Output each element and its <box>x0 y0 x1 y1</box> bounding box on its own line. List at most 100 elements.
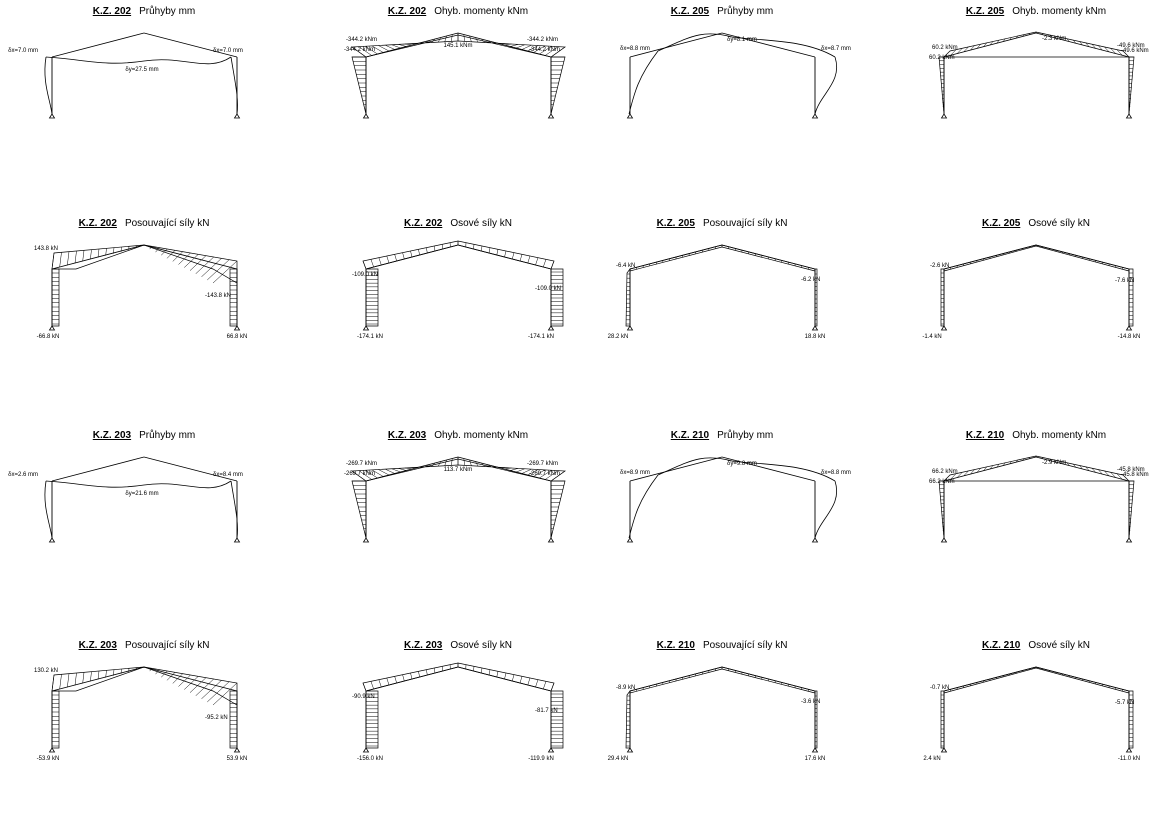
value-label: -90.9 kN <box>352 694 375 700</box>
shear-diagram-column-right <box>230 691 237 748</box>
hatch-line <box>90 250 91 260</box>
value-label: 66.2 kNm <box>932 469 958 475</box>
support-symbol <box>813 114 818 118</box>
deflected-column-right <box>815 481 837 538</box>
shear-diagram-column-left <box>52 691 59 748</box>
support-symbol <box>235 748 240 752</box>
support-symbol <box>50 748 55 752</box>
axial-diagram-column-left <box>941 269 944 326</box>
hatch-line <box>474 244 475 249</box>
hatch-line <box>528 678 530 685</box>
value-label: -2.3 kNm <box>1042 36 1066 42</box>
hatch-line <box>520 254 522 261</box>
support-symbol <box>50 114 55 118</box>
rafter-left <box>630 457 722 481</box>
hatch-line <box>510 44 518 46</box>
hatch-line <box>411 251 413 257</box>
value-label: -95.2 kN <box>205 715 228 721</box>
shear-diagram-column-right <box>230 269 237 326</box>
value-label: -8.9 kN <box>616 685 635 691</box>
hatch-line <box>434 246 435 251</box>
value-label: δx=7.0 mm <box>213 48 243 54</box>
rafter-left <box>630 33 722 57</box>
support-symbol <box>628 748 633 752</box>
hatch-line <box>451 35 452 42</box>
hatch-line <box>98 671 99 680</box>
deflected-beam <box>46 481 231 488</box>
shear-diagram-rafters <box>630 667 815 693</box>
support-symbol <box>628 538 633 542</box>
hatch-line <box>379 258 382 265</box>
hatch-line <box>403 253 405 259</box>
axial-diagram-column-right <box>551 691 563 748</box>
hatch-line <box>516 469 525 472</box>
value-label: -1.4 kN <box>922 334 941 340</box>
value-label: -66.8 kN <box>37 334 60 340</box>
moment-diagram-column-right <box>1129 57 1134 114</box>
hatch-line <box>52 675 54 691</box>
value-label: -344.2 kNm <box>344 47 375 53</box>
support-symbol <box>549 326 554 330</box>
hatch-line <box>67 674 69 688</box>
hatch-line <box>497 249 498 255</box>
hatch-line <box>442 244 443 249</box>
value-label: 113.7 kNm <box>444 467 473 473</box>
hatch-line <box>379 680 382 687</box>
frame-diagram: -109.0 kN-109.0 kN-174.1 kN-174.1 kN <box>314 212 602 410</box>
support-symbol <box>813 748 818 752</box>
hatch-line <box>418 671 419 677</box>
deflected-column-right <box>815 57 837 114</box>
support-symbol <box>628 326 633 330</box>
axial-diagram-rafters <box>944 245 1129 271</box>
value-label: 17.6 kN <box>805 756 826 762</box>
value-label: -2.9 kNm <box>1042 460 1066 466</box>
hatch-line <box>520 676 522 683</box>
shear-diagram-column-left <box>626 691 630 748</box>
support-symbol <box>942 114 947 118</box>
value-label: -156.0 kN <box>357 756 383 762</box>
hatch-line <box>451 459 452 466</box>
hatch-line <box>385 45 395 49</box>
value-label: δx=8.8 mm <box>821 470 851 476</box>
hatch-line <box>536 680 539 687</box>
support-symbol <box>628 114 633 118</box>
hatch-line <box>67 252 69 265</box>
hatch-line <box>543 681 546 689</box>
shear-diagram-rafter-right <box>144 667 237 705</box>
value-label: 145.1 kNm <box>443 43 472 49</box>
support-symbol <box>235 326 240 330</box>
value-label: δy=27.5 mm <box>125 67 158 73</box>
hatch-line <box>60 252 62 267</box>
support-symbol <box>549 538 554 542</box>
support-symbol <box>364 326 369 330</box>
support-symbol <box>50 538 55 542</box>
value-label: 66.8 kN <box>227 334 248 340</box>
hatch-line <box>411 673 413 679</box>
hatch-line <box>505 673 507 679</box>
deflected-column-left <box>45 57 52 114</box>
hatch-line <box>83 250 84 261</box>
hatch-line <box>464 459 465 466</box>
value-label: -109.0 kN <box>352 272 378 278</box>
axial-diagram-rafters <box>944 667 1129 693</box>
value-label: -5.7 kN <box>1115 700 1134 706</box>
deflected-column-left <box>629 475 658 538</box>
support-symbol <box>235 114 240 118</box>
value-label: -344.2 kNm <box>346 37 377 43</box>
value-label: -269.7 kNm <box>529 471 560 477</box>
hatch-line <box>434 668 435 673</box>
value-label: -344.2 kNm <box>529 47 560 53</box>
